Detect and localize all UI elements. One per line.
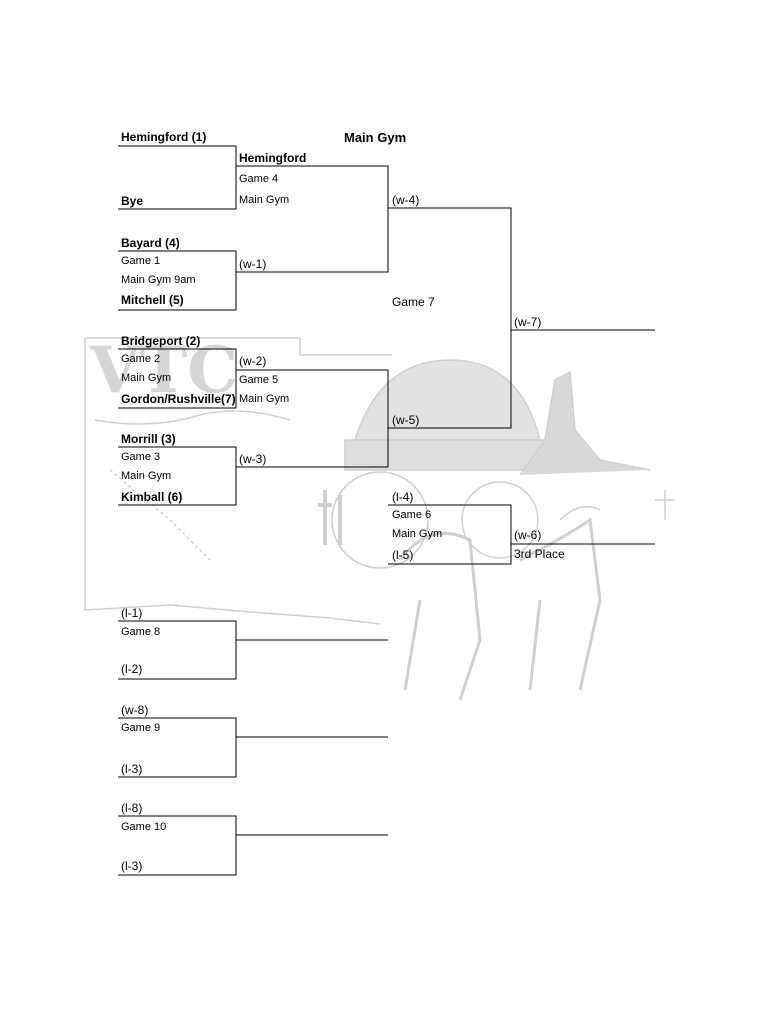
team-morrill: Morrill (3)	[121, 432, 176, 446]
winner-2-label: (w-2)	[239, 354, 267, 368]
team-bridgeport: Bridgeport (2)	[121, 334, 201, 348]
team-gordon-rushville: Gordon/Rushville(7)	[121, 392, 236, 406]
winner-4-label: (w-4)	[392, 193, 420, 207]
team-bye: Bye	[121, 194, 144, 208]
winner-3-label: (w-3)	[239, 452, 267, 466]
venue-title: Main Gym	[344, 130, 407, 145]
game-2-label: Game 2	[121, 353, 161, 365]
third-place-label: 3rd Place	[514, 547, 565, 561]
game-6-venue: Main Gym	[392, 528, 443, 540]
loser-3-label-b: (l-3)	[121, 859, 143, 873]
game-8-label: Game 8	[121, 626, 161, 638]
team-mitchell: Mitchell (5)	[121, 293, 184, 307]
game-7-label: Game 7	[392, 295, 435, 309]
game-4-label: Game 4	[239, 173, 279, 185]
team-hemingford: Hemingford	[239, 151, 307, 165]
team-bayard: Bayard (4)	[121, 236, 180, 250]
game-3-label: Game 3	[121, 451, 161, 463]
winner-6-label: (w-6)	[514, 528, 542, 542]
watermark-logo: VTC	[89, 333, 238, 408]
game-10-label: Game 10	[121, 821, 167, 833]
loser-5-label: (l-5)	[392, 548, 414, 562]
loser-8-label: (l-8)	[121, 801, 143, 815]
game-5-label: Game 5	[239, 374, 279, 386]
game-6-label: Game 6	[392, 509, 432, 521]
loser-4-label: (l-4)	[392, 490, 414, 504]
game-3-venue: Main Gym	[121, 470, 172, 482]
game-1-label: Game 1	[121, 255, 161, 267]
winner-5-label: (w-5)	[392, 413, 420, 427]
team-kimball: Kimball (6)	[121, 490, 183, 504]
game-9-label: Game 9	[121, 722, 161, 734]
winner-1-label: (w-1)	[239, 257, 267, 271]
loser-2-label: (l-2)	[121, 662, 143, 676]
game-5-venue: Main Gym	[239, 393, 290, 405]
game-4-venue: Main Gym	[239, 194, 290, 206]
winner-7-label: (w-7)	[514, 315, 542, 329]
game-2-venue: Main Gym	[121, 372, 172, 384]
winner-8-label: (w-8)	[121, 703, 149, 717]
loser-3-label-a: (l-3)	[121, 762, 143, 776]
loser-1-label: (l-1)	[121, 606, 143, 620]
team-hemingford-seed: Hemingford (1)	[121, 130, 207, 144]
game-1-venue: Main Gym 9am	[121, 274, 196, 286]
